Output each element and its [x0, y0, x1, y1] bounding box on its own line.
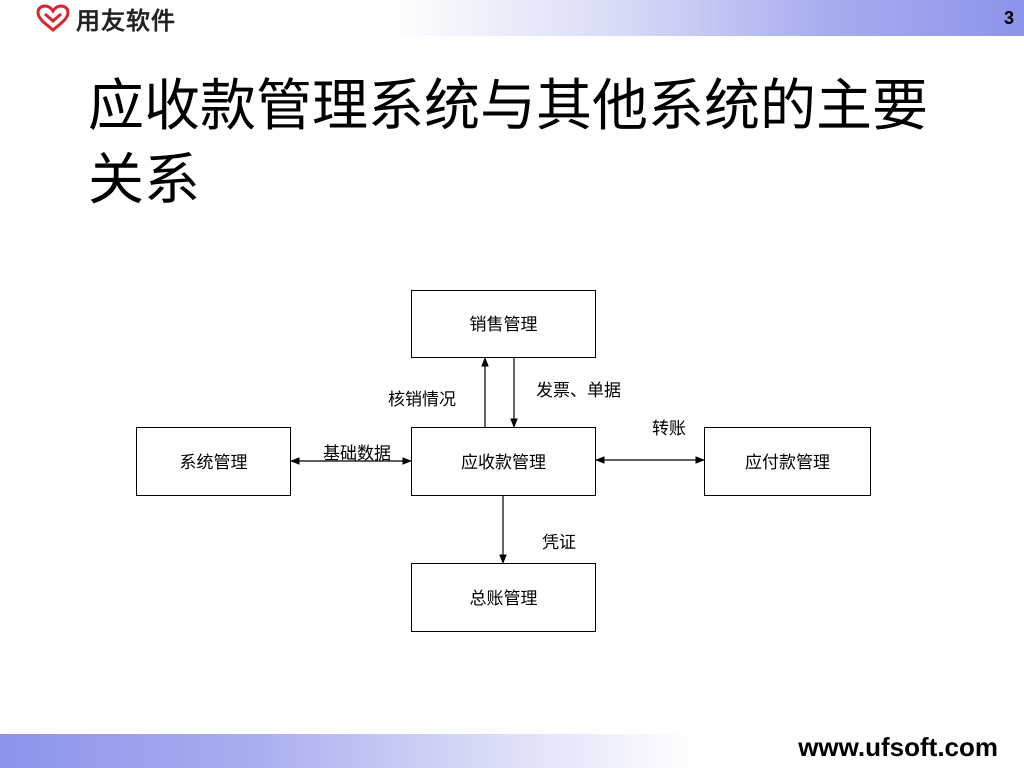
- edge-transfer-label: 转账: [652, 419, 686, 439]
- node-ap: 应付款管理: [704, 427, 871, 496]
- node-sales: 销售管理: [411, 290, 596, 358]
- node-sales-label: 销售管理: [470, 315, 538, 335]
- node-ar: 应收款管理: [411, 427, 596, 496]
- logo-text: 用友软件: [76, 6, 176, 35]
- node-system-label: 系统管理: [180, 453, 248, 473]
- edge-writeoff-label: 核销情况: [388, 390, 456, 410]
- logo: 用友软件: [36, 4, 176, 35]
- page-number: 3: [1003, 8, 1014, 28]
- edge-voucher-label: 凭证: [542, 533, 576, 553]
- footer-url: www.ufsoft.com: [798, 732, 998, 762]
- node-gl-label: 总账管理: [470, 589, 538, 609]
- footer-bar: [0, 734, 1024, 768]
- node-gl: 总账管理: [411, 563, 596, 632]
- node-system: 系统管理: [136, 427, 291, 496]
- node-ap-label: 应付款管理: [745, 453, 830, 473]
- edge-invoice-label: 发票、单据: [536, 381, 621, 401]
- edge-base-data-label: 基础数据: [323, 444, 391, 464]
- slide-title: 应收款管理系统与其他系统的主要关系: [88, 74, 928, 213]
- node-ar-label: 应收款管理: [461, 453, 546, 473]
- header-bar: [0, 0, 1024, 36]
- heart-logo-icon: [36, 4, 70, 32]
